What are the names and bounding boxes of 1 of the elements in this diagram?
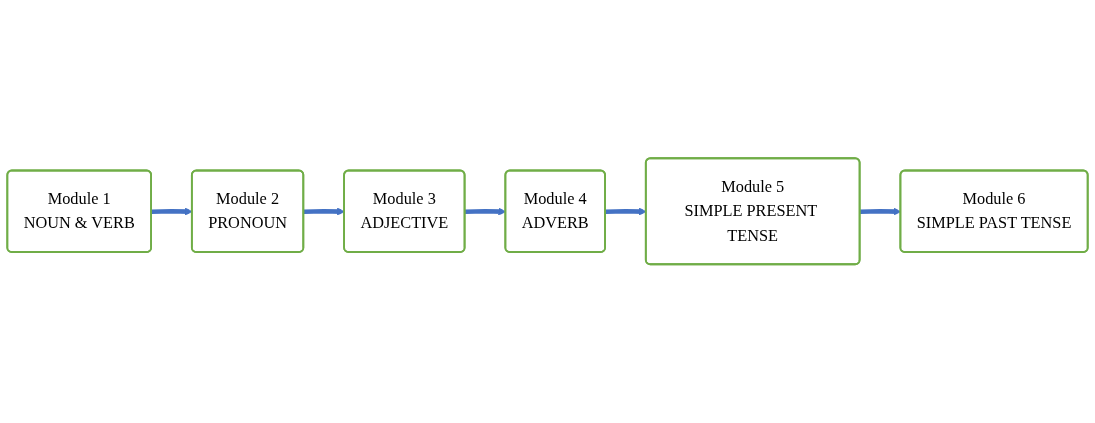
arrow bbox=[303, 207, 345, 216]
